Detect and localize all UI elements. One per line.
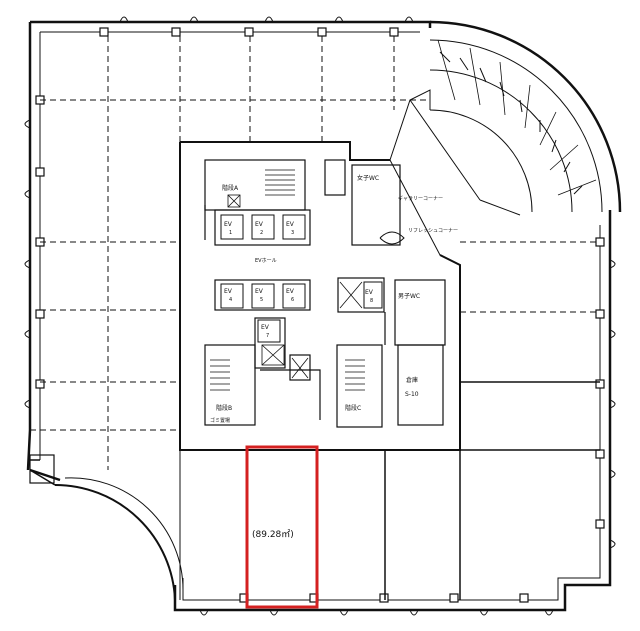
grid-lines (40, 36, 600, 470)
highlighted-unit[interactable] (245, 445, 319, 609)
elevator-2-number: 2 (260, 230, 263, 236)
elevator-8: EV 8 (363, 281, 383, 309)
shaft-marks (227, 194, 363, 379)
elevator-group: EV 1 EV 2 EV 3 EV 4 EV 5 EV 6 EV 7 EV 8 (220, 214, 383, 343)
unit-area-label: (89.28㎡) (252, 529, 294, 540)
stairs-a-label: 階段A (222, 184, 239, 192)
curved-corner (28, 429, 184, 601)
elevator-5: EV 5 (251, 283, 275, 309)
elevator-1-number: 1 (229, 230, 232, 236)
outer-wall-inner (39, 31, 601, 601)
elevator-4: EV 4 (220, 283, 244, 309)
elevator-1-label: EV (224, 221, 233, 228)
lobby-area (379, 89, 521, 266)
refresh-corner-label: リフレッシュコーナー (408, 228, 458, 234)
elevator-6-label: EV (286, 288, 295, 295)
elevator-3: EV 3 (282, 214, 306, 240)
outer-wall (26, 20, 612, 612)
elevator-7: EV 7 (257, 319, 281, 343)
elevator-4-label: EV (224, 288, 233, 295)
elevator-5-label: EV (255, 288, 264, 295)
mens-wc-label: 男子WC (398, 293, 420, 300)
elevator-7-number: 7 (266, 333, 269, 339)
elevator-4-number: 4 (229, 297, 232, 303)
elevator-6: EV 6 (282, 283, 306, 309)
storage-label: 倉庫 (406, 376, 418, 384)
womens-wc-label: 女子WC (357, 174, 379, 182)
stair-treads (210, 169, 365, 391)
storage-number: S-10 (405, 391, 419, 398)
elevator-5-number: 5 (260, 297, 263, 303)
gallery-corner-label: ギャラリーコーナー (398, 196, 443, 202)
garbage-room-label: ゴミ置場 (210, 417, 230, 424)
ev-hall-label: EVホール (255, 258, 277, 264)
elevator-3-number: 3 (291, 230, 294, 236)
elevator-1: EV 1 (220, 214, 244, 240)
window-marks (24, 16, 616, 616)
column (35, 27, 605, 603)
elevator-8-number: 8 (370, 298, 373, 304)
stairs-b-label: 階段B (216, 404, 232, 412)
elevator-6-number: 6 (291, 297, 294, 303)
elevator-3-label: EV (286, 221, 295, 228)
partition-lines (384, 381, 600, 600)
elevator-2: EV 2 (251, 214, 275, 240)
stairs-c-label: 階段C (345, 404, 361, 412)
elevator-7-label: EV (261, 324, 270, 331)
elevator-2-label: EV (255, 221, 264, 228)
elevator-8-label: EV (365, 289, 374, 296)
core-rooms (204, 159, 446, 428)
curved-atrium (429, 20, 622, 213)
